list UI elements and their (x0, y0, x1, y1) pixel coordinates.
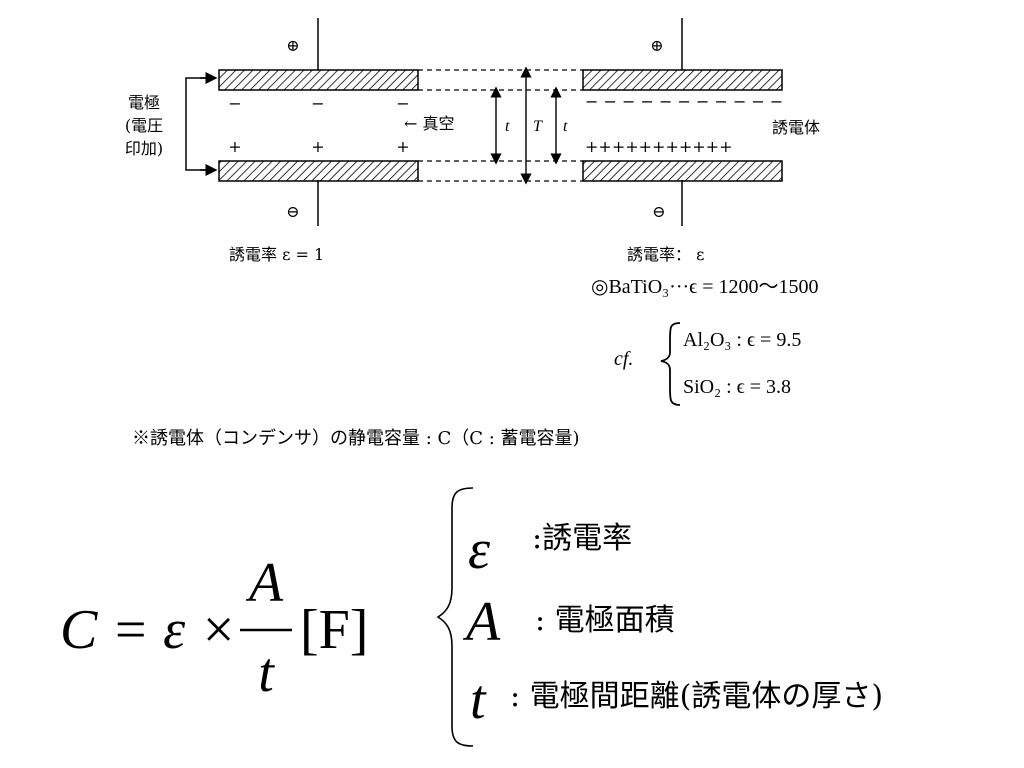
positive-charge: + (228, 137, 241, 156)
symbol-t: t (470, 669, 487, 731)
sio2-line: SiO₂ : ϵ = 3.8 (683, 376, 791, 398)
formula-lhs: C = ε × (60, 599, 237, 661)
gap-arrows (490, 66, 562, 185)
dielectric-label: 誘電体 (772, 118, 820, 137)
electrode-label-line2: (電圧 (125, 116, 163, 135)
formula-denominator: t (258, 642, 275, 704)
left-top-plate (218, 69, 419, 91)
definition-text: : 電極間距離(誘電体の厚さ) (510, 679, 883, 714)
left-top-terminal: ⊕ (286, 18, 319, 70)
definition-distance: t : 電極間距離(誘電体の厚さ) (470, 669, 883, 731)
negative-charge: − (311, 94, 324, 113)
right-bottom-plate (582, 160, 783, 182)
plus-terminal-icon: ⊕ (650, 36, 663, 55)
right-bottom-terminal: ⊖ (652, 180, 683, 226)
minus-terminal-icon: ⊖ (286, 202, 299, 221)
definition-area: A : 電極面積 (462, 591, 675, 653)
permittivity-left: 誘電率 ε = 1 (229, 245, 324, 264)
cf-label: cf. (614, 348, 633, 370)
cf-brace (660, 322, 681, 406)
thickness-t-right: t (563, 118, 568, 135)
electrode-label: 電極 (電圧 印加) (125, 93, 163, 158)
positive-charge-row: +++++++++++ (585, 137, 732, 156)
electrode-label-line3: 印加) (125, 139, 163, 158)
formula-numerator: A (245, 552, 284, 614)
al2o3-line: Al₂O₃ : ϵ = 9.5 (683, 329, 801, 351)
left-charges: − − − + + + (228, 94, 409, 156)
positive-charge: + (396, 137, 409, 156)
permittivity-right: 誘電率： ε (627, 245, 704, 264)
positive-charge: + (311, 137, 324, 156)
definition-text: : 電極面積 (535, 603, 675, 638)
formula-unit: [F] (300, 599, 368, 661)
thickness-T: T (533, 118, 543, 135)
negative-charge: − (396, 94, 409, 113)
capacitance-formula: C = ε × A t [F] (60, 552, 368, 704)
negative-charge-row: − − − − − − − − − − − (585, 92, 783, 111)
thickness-t-left: t (505, 118, 510, 135)
definition-epsilon: ε :誘電率 (468, 519, 632, 581)
negative-charge: − (228, 94, 241, 113)
right-charges: − − − − − − − − − − − +++++++++++ (585, 92, 783, 156)
vacuum-label: ← 真空 (404, 114, 455, 133)
definition-text: :誘電率 (532, 521, 632, 556)
left-bottom-terminal: ⊖ (286, 180, 319, 226)
plus-terminal-icon: ⊕ (286, 36, 299, 55)
electrode-label-line1: 電極 (128, 93, 160, 112)
definitions-brace (436, 487, 474, 747)
right-top-terminal: ⊕ (650, 18, 683, 70)
right-top-plate (582, 69, 783, 91)
capacitance-note: ※誘電体（コンデンサ）の静電容量 : C（C : 蓄電容量) (132, 428, 580, 449)
batio3-line: ◎BaTiO₃···ϵ = 1200〜1500 (591, 276, 819, 298)
minus-terminal-icon: ⊖ (652, 202, 665, 221)
symbol-A: A (462, 591, 501, 653)
electrode-bracket (185, 72, 218, 176)
left-bottom-plate (218, 160, 419, 182)
electrode-plates (218, 69, 783, 182)
symbol-epsilon: ε (468, 519, 491, 581)
